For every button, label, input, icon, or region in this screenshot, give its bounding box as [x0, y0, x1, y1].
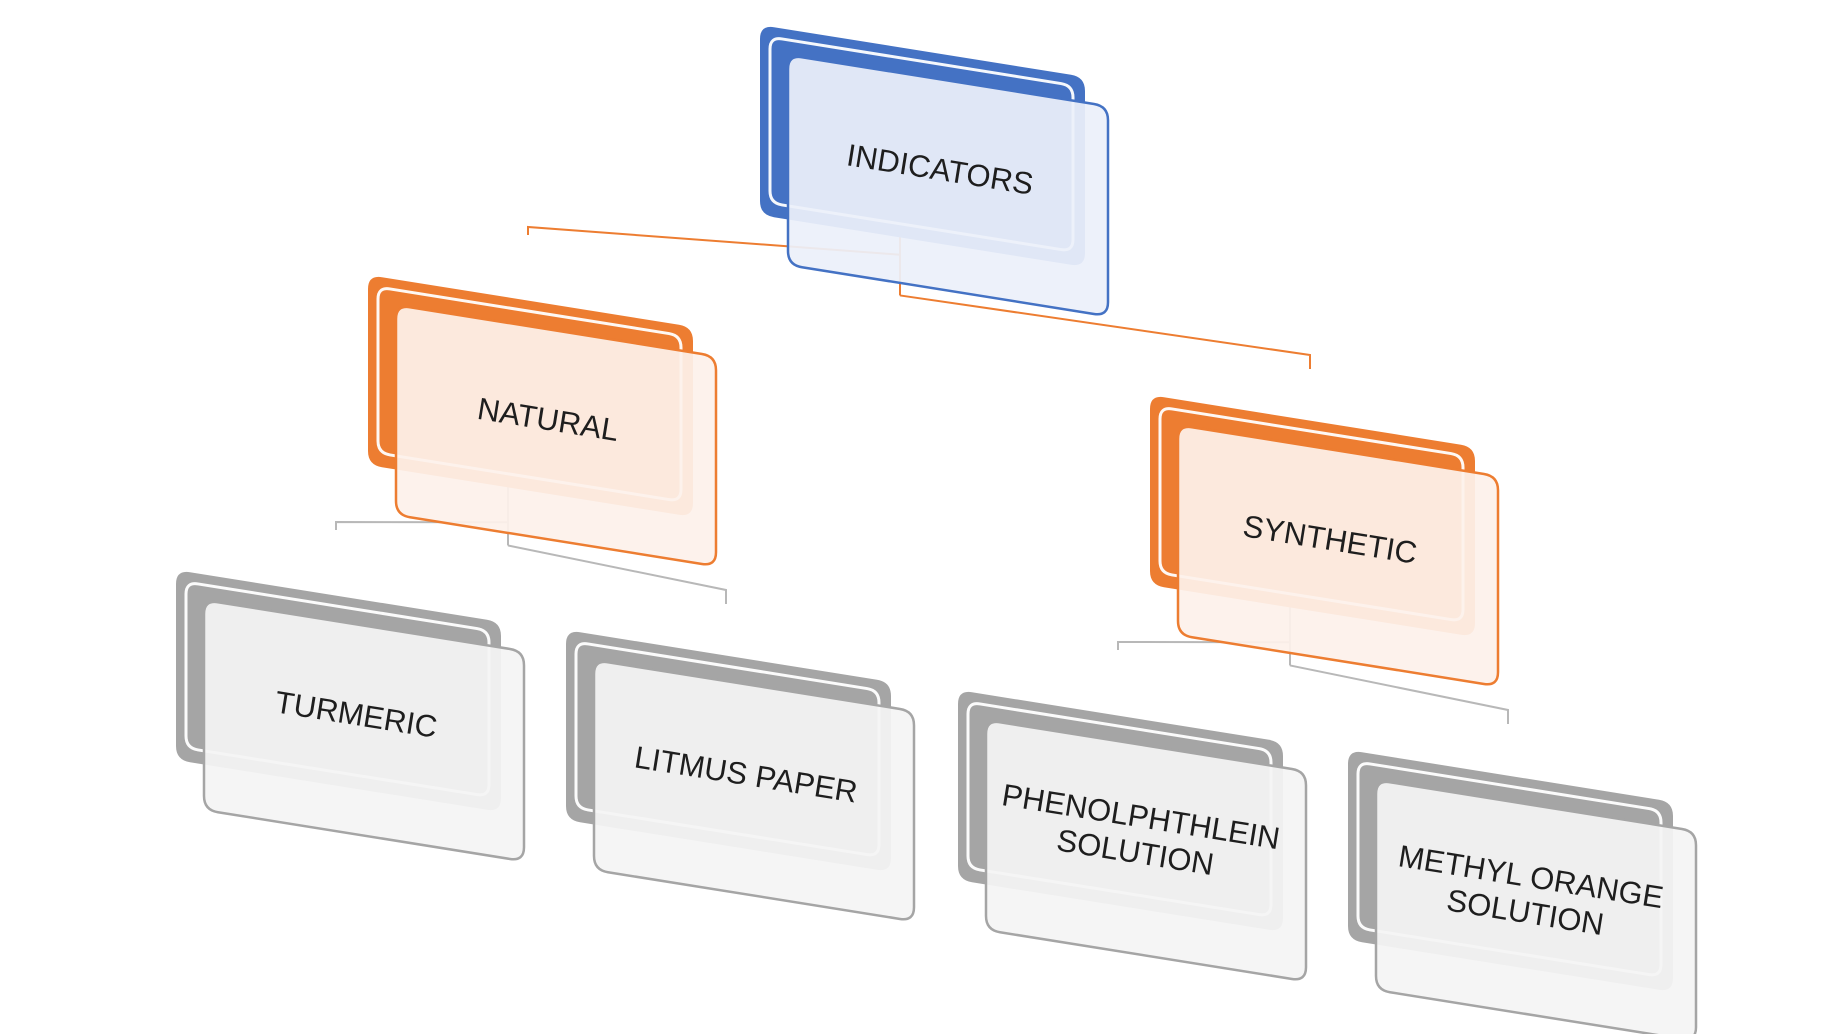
node-litmus-paper: LITMUS PAPER — [566, 631, 916, 921]
node-synthetic: SYNTHETIC — [1150, 396, 1500, 686]
node-turmeric: TURMERIC — [176, 571, 526, 861]
connector-natural-bus-right — [507, 544, 727, 604]
node-phenolphthlein-solution-front-card — [984, 720, 1308, 981]
node-synthetic-front-card — [1176, 425, 1500, 686]
connector-lines — [335, 220, 1509, 724]
node-natural-front-card — [394, 305, 718, 566]
node-turmeric-front-card — [202, 600, 526, 861]
node-methyl-orange-solution-front-card — [1374, 780, 1698, 1034]
node-methyl-orange-solution: METHYL ORANGESOLUTION — [1348, 751, 1698, 1034]
connector-root-bus-left — [527, 225, 901, 256]
connector-root-bus-right — [899, 294, 1311, 369]
node-indicators: INDICATORS — [760, 26, 1110, 316]
node-phenolphthlein-solution: PHENOLPHTHLEINSOLUTION — [958, 691, 1308, 981]
node-litmus-paper-front-card — [592, 660, 916, 921]
node-indicators-front-card — [786, 55, 1110, 316]
connector-synthetic-bus-right — [1289, 664, 1509, 724]
node-natural: NATURAL — [368, 276, 718, 566]
